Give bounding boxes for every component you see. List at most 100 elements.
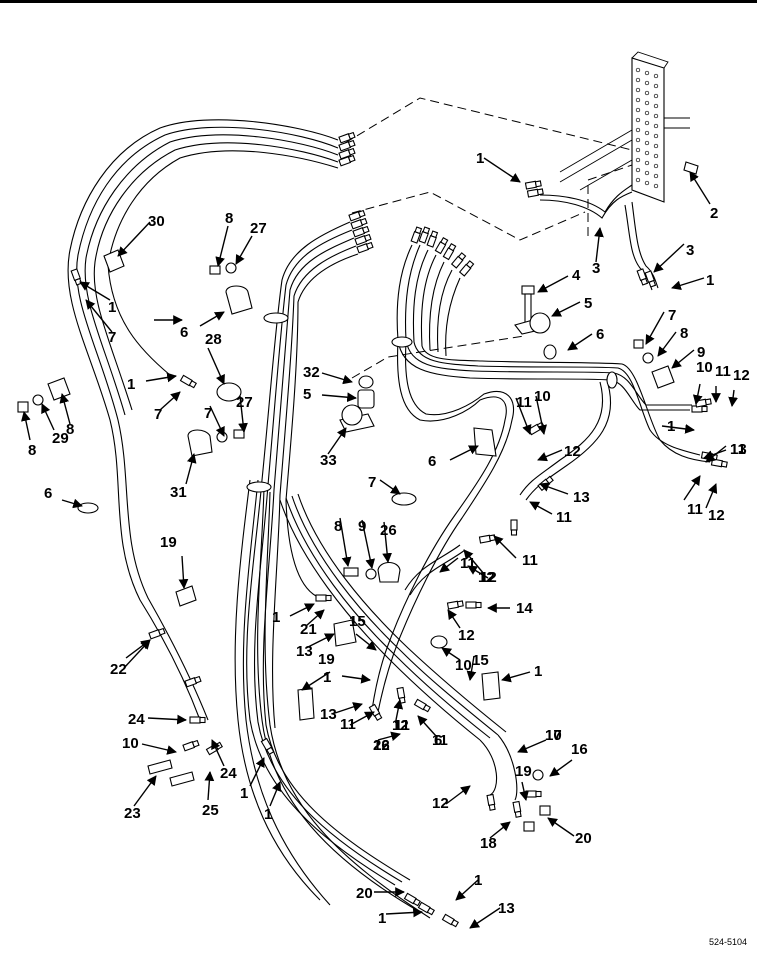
leader-arrow <box>215 225 229 267</box>
callout-label: 10 <box>545 727 562 744</box>
plate-hole <box>635 77 641 83</box>
callout-label: 5 <box>584 295 592 312</box>
plate-hole <box>635 127 641 133</box>
leader-arrow <box>537 275 569 293</box>
leader-arrow <box>705 483 718 509</box>
leader-arrow <box>289 603 315 617</box>
callout-label: 1 <box>272 609 280 626</box>
plate-hole <box>653 153 659 159</box>
plate-hole <box>644 150 650 156</box>
plate-hole <box>653 83 659 89</box>
leader-arrow <box>238 395 248 433</box>
leader-arrow <box>321 372 353 385</box>
callout-label: 19 <box>318 651 335 668</box>
hose-fitting <box>354 233 372 246</box>
callout-label: 12 <box>564 443 581 460</box>
callout-label: 18 <box>480 835 497 852</box>
callout-label: 31 <box>170 484 187 501</box>
leader-arrow <box>517 739 547 754</box>
callout-label: 11 <box>730 441 746 458</box>
callout-label: 1 <box>534 663 542 680</box>
hose-fitting <box>458 260 475 277</box>
callout-label: 10 <box>696 359 713 376</box>
manifold-plate <box>631 51 669 203</box>
hose-fitting <box>356 241 374 254</box>
leader-arrow <box>361 519 375 569</box>
leader-arrow <box>21 411 31 441</box>
hose-fitting <box>510 519 518 536</box>
plate-hole <box>644 80 650 86</box>
hose-fitting <box>417 901 435 916</box>
leader-arrow <box>61 498 83 509</box>
leader-arrow <box>209 405 225 437</box>
callout-label: 20 <box>356 885 373 902</box>
leader-arrow <box>178 555 189 589</box>
callout-label: 10 <box>455 657 472 674</box>
plate-hole <box>653 103 659 109</box>
leader-arrow <box>59 393 71 425</box>
clamps-and-hardware <box>17 161 699 832</box>
callout-label: 15 <box>349 613 366 630</box>
plate-hole <box>653 133 659 139</box>
leader-arrow <box>469 907 501 929</box>
leader-arrow <box>185 453 197 485</box>
callout-label: 13 <box>573 489 590 506</box>
callout-label: 11 <box>340 716 356 733</box>
hose-fitting <box>413 698 431 713</box>
hose-fitting <box>434 237 449 255</box>
leader-arrow <box>653 243 685 273</box>
hose-fitting <box>694 398 712 408</box>
hose-fitting <box>636 268 649 286</box>
callout-label: 1 <box>667 418 675 435</box>
leader-arrow <box>447 609 461 629</box>
hose-upper-right <box>539 117 690 291</box>
hose-fitting <box>486 793 496 811</box>
callout-label: 13 <box>296 643 313 660</box>
leader-arrow <box>41 403 55 431</box>
leader-arrow <box>327 427 347 455</box>
callout-label: 12 <box>708 507 725 524</box>
leader-arrow <box>331 702 363 715</box>
diagram-artwork <box>17 51 738 929</box>
hose-fitting <box>446 600 464 610</box>
leader-arrow <box>539 482 569 495</box>
leader-arrow <box>305 609 325 627</box>
callout-label: 33 <box>320 452 337 469</box>
callout-label: 12 <box>458 627 475 644</box>
hose-fitting <box>478 534 496 544</box>
leader-arrow <box>703 449 727 460</box>
plate-hole <box>644 110 650 116</box>
leader-arrow <box>549 759 573 777</box>
leader-arrow <box>493 535 517 559</box>
plate-hole <box>635 137 641 143</box>
leader-arrow <box>147 714 187 725</box>
callout-label: 9 <box>358 518 366 535</box>
plate-hole <box>635 177 641 183</box>
callout-label: 1 <box>264 806 272 823</box>
callout-label: 8 <box>680 325 688 342</box>
hose-fitting <box>338 154 356 167</box>
callout-label: 17 <box>545 727 562 744</box>
leader-arrow <box>341 673 371 684</box>
leader-arrow <box>445 785 471 805</box>
leader-arrow <box>594 227 604 263</box>
callout-label: 20 <box>575 830 592 847</box>
hose-fittings <box>70 131 728 928</box>
hose-fitting <box>368 703 383 721</box>
callout-label: 7 <box>108 329 116 346</box>
hose-bundle-top-left <box>67 119 339 721</box>
hose-fitting <box>403 892 421 907</box>
callout-label: 28 <box>205 331 222 348</box>
callout-label: 3 <box>686 242 694 259</box>
callout-label: 6 <box>44 485 52 502</box>
leader-arrow <box>79 281 111 301</box>
callout-label: 15 <box>472 652 489 669</box>
callout-label: 11 <box>432 732 448 749</box>
callout-label: 27 <box>250 220 267 237</box>
leader-arrow <box>269 781 282 807</box>
leader-arrow <box>501 671 531 683</box>
callout-label: 11 <box>522 552 538 569</box>
hose-fitting <box>450 252 467 269</box>
callout-label: 14 <box>516 600 533 617</box>
callout-label: 26 <box>373 737 390 754</box>
